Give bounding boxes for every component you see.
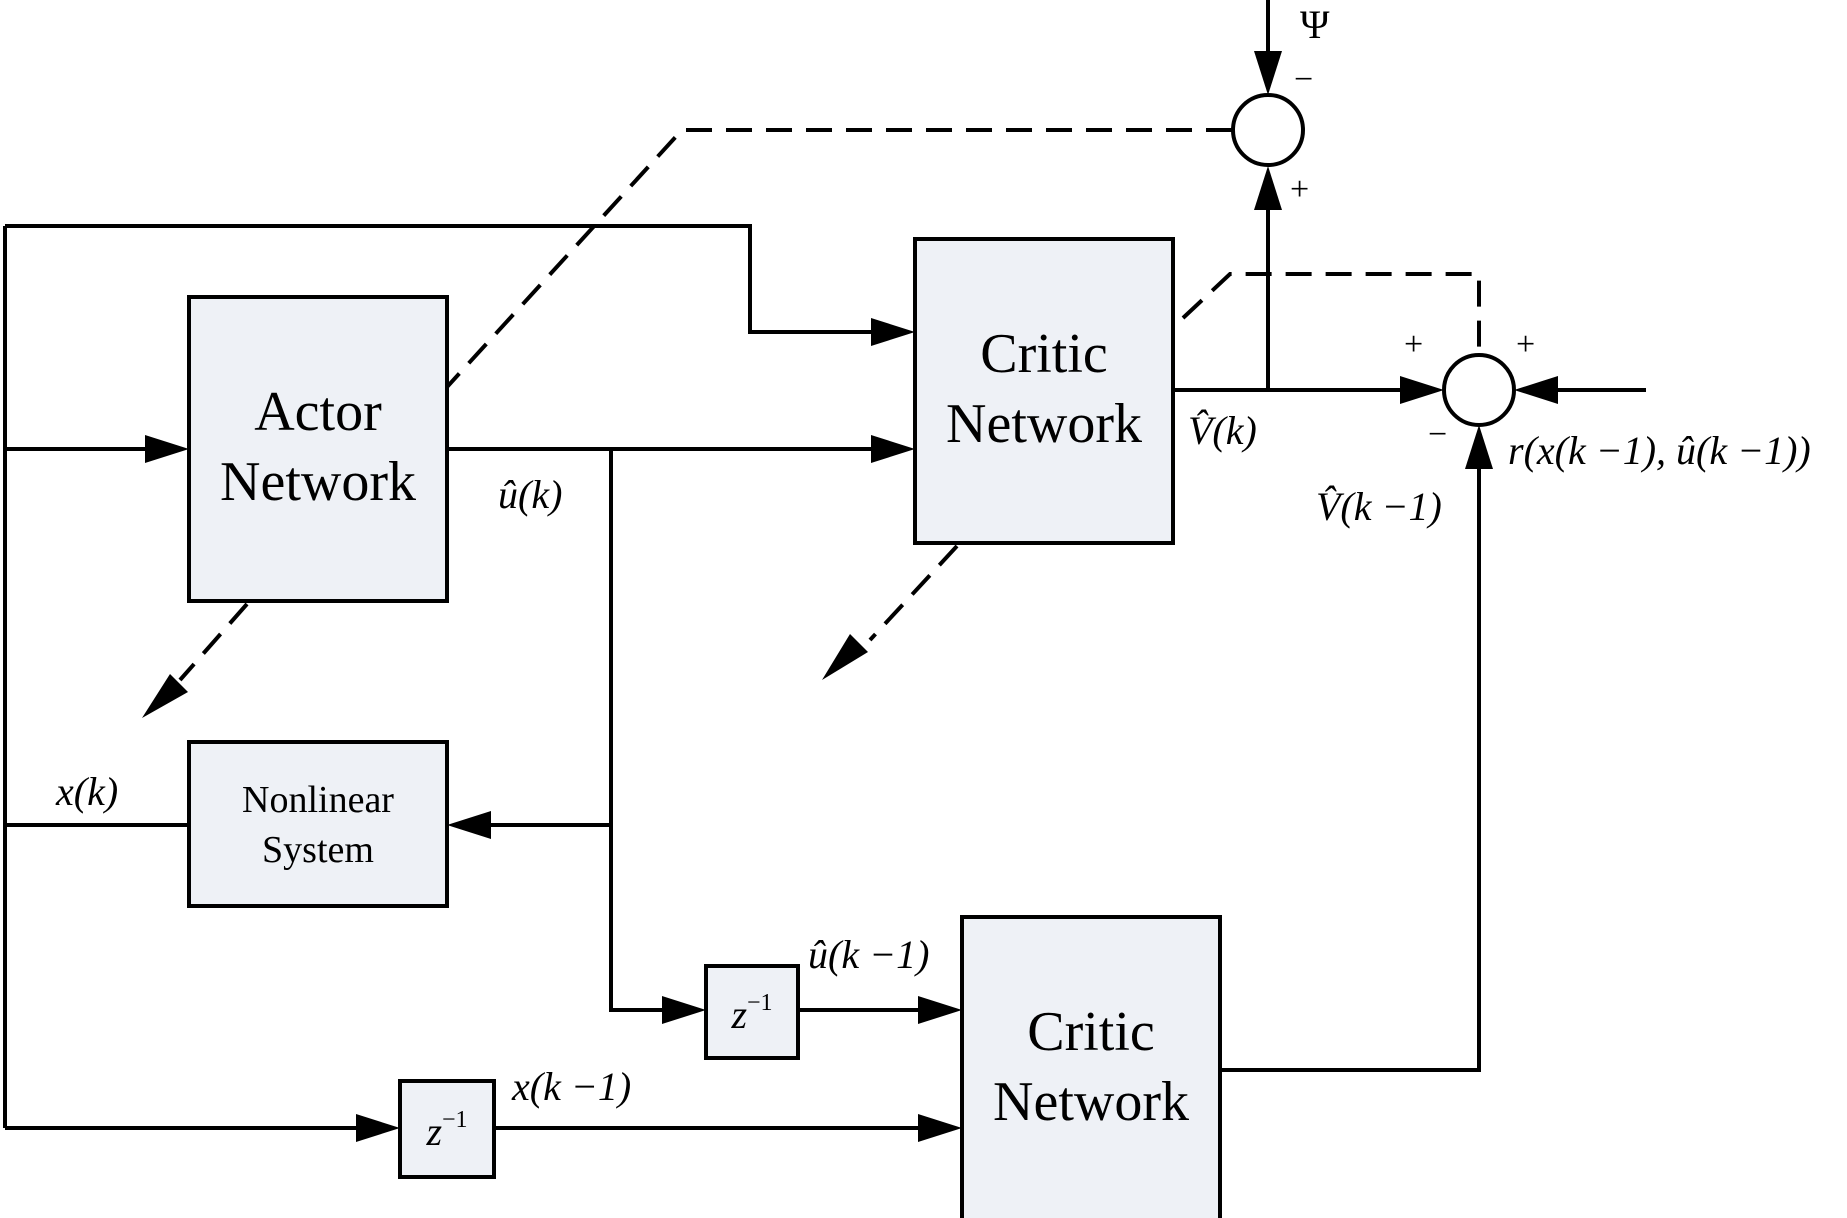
delay-u-exponent: −1 — [747, 990, 773, 1016]
delay-x-base: z — [425, 1109, 442, 1154]
critic-network-top-block: Critic Network — [913, 237, 1175, 545]
critic-network-bottom-label-line1: Critic — [1027, 1001, 1155, 1063]
critic-network-top-label-line1: Critic — [980, 323, 1108, 385]
actor-network-label-line2: Network — [220, 451, 416, 513]
sign-right-sum-left-plus: + — [1404, 326, 1423, 363]
sign-right-sum-right-plus: + — [1516, 326, 1535, 363]
label-u-k: û(k) — [498, 472, 562, 517]
label-x-k: x(k) — [55, 769, 118, 814]
nonlinear-system-label-line2: System — [262, 829, 374, 871]
critic-network-bottom-label-line2: Network — [993, 1071, 1189, 1133]
svg-text:z−1: z−1 — [425, 1107, 467, 1154]
delay-u-base: z — [730, 992, 747, 1037]
sign-top-sum-minus: − — [1294, 61, 1313, 98]
label-v-hat-k: V̂(k) — [1188, 408, 1257, 453]
label-reward: r(x(k −1), û(k −1)) — [1508, 428, 1811, 473]
delay-block-x: z−1 — [398, 1079, 496, 1179]
sign-top-sum-plus: + — [1290, 171, 1309, 208]
arrowheads — [142, 51, 1558, 1142]
label-v-hat-k-minus-1: V̂(k −1) — [1316, 484, 1442, 529]
label-psi: Ψ — [1300, 2, 1330, 47]
summing-junction-top — [1231, 93, 1305, 167]
delay-x-exponent: −1 — [442, 1107, 468, 1133]
nonlinear-system-block: Nonlinear System — [187, 740, 449, 908]
actor-network-label-line1: Actor — [254, 381, 382, 443]
delay-block-u: z−1 — [704, 964, 800, 1060]
label-x-k-minus-1: x(k −1) — [511, 1064, 631, 1109]
nonlinear-system-label-line1: Nonlinear — [242, 779, 394, 821]
label-u-hat-k-minus-1: û(k −1) — [808, 932, 929, 977]
signal-wires — [3, 0, 1646, 1130]
actor-network-block: Actor Network — [187, 295, 449, 603]
summing-junction-right — [1442, 353, 1516, 427]
svg-text:z−1: z−1 — [730, 990, 772, 1037]
training-dashed-lines — [178, 128, 1481, 682]
sign-right-sum-bottom-minus: − — [1428, 416, 1447, 453]
critic-network-top-label-line2: Network — [946, 393, 1142, 455]
critic-network-bottom-block: Critic Network — [960, 915, 1222, 1218]
